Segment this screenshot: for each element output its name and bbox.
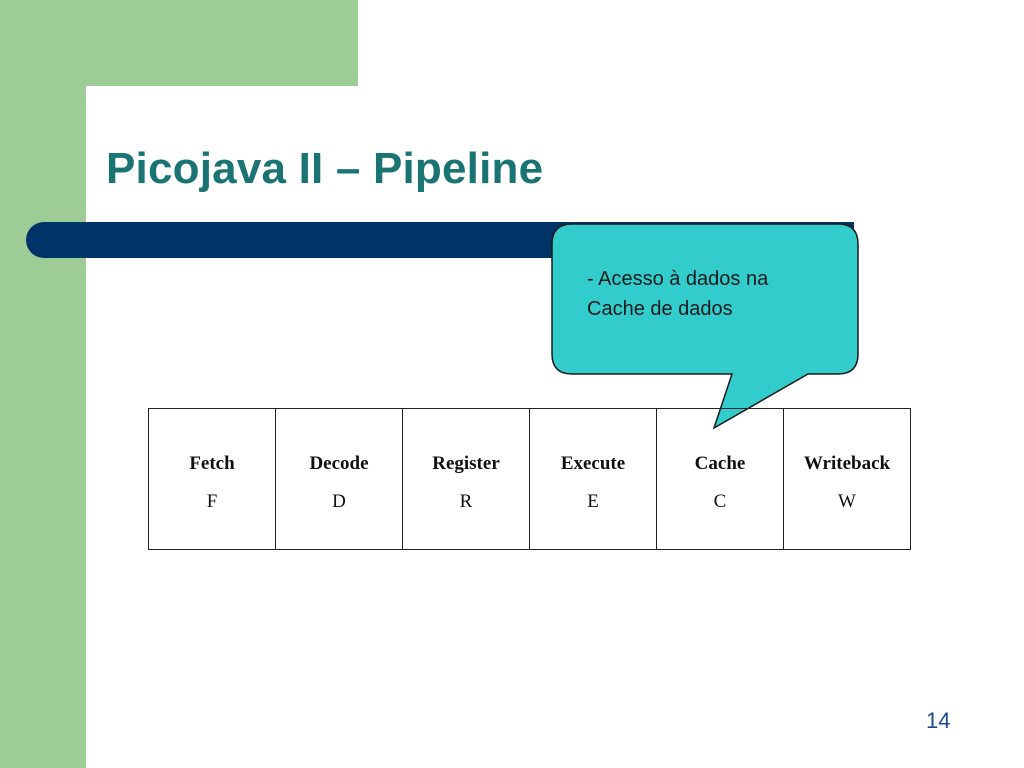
stage-name: Execute xyxy=(560,453,626,474)
stage-writeback: Writeback W xyxy=(783,408,911,550)
callout-shape xyxy=(551,223,859,430)
stage-register: Register R xyxy=(402,408,530,550)
stage-letter: R xyxy=(459,491,473,512)
stage-letter: E xyxy=(587,491,599,512)
callout-text: - Acesso à dados na Cache de dados xyxy=(587,264,842,324)
callout-line-2: Cache de dados xyxy=(587,298,733,320)
pipeline-row: Fetch F Decode D Register R Execute E Ca… xyxy=(148,408,911,550)
stage-name: Register xyxy=(432,453,500,474)
stage-letter: D xyxy=(332,491,346,512)
stage-letter: F xyxy=(206,491,218,512)
stage-execute: Execute E xyxy=(529,408,657,550)
stage-letter: W xyxy=(838,491,856,512)
callout-line-1: - Acesso à dados na xyxy=(587,268,769,290)
green-top-band xyxy=(0,0,358,86)
stage-fetch: Fetch F xyxy=(148,408,276,550)
page-number: 14 xyxy=(926,708,951,733)
green-side-band xyxy=(0,0,86,768)
callout-bubble xyxy=(551,223,859,430)
stage-name: Fetch xyxy=(189,453,235,474)
stage-name: Decode xyxy=(309,453,369,474)
stage-name: Cache xyxy=(694,453,746,474)
slide-title: Picojava II – Pipeline xyxy=(106,144,544,193)
stage-letter: C xyxy=(713,491,727,512)
stage-name: Writeback xyxy=(803,453,891,474)
stage-decode: Decode D xyxy=(275,408,403,550)
pipeline-table: Fetch F Decode D Register R Execute E Ca… xyxy=(148,408,911,550)
stage-cache: Cache C xyxy=(656,408,784,550)
